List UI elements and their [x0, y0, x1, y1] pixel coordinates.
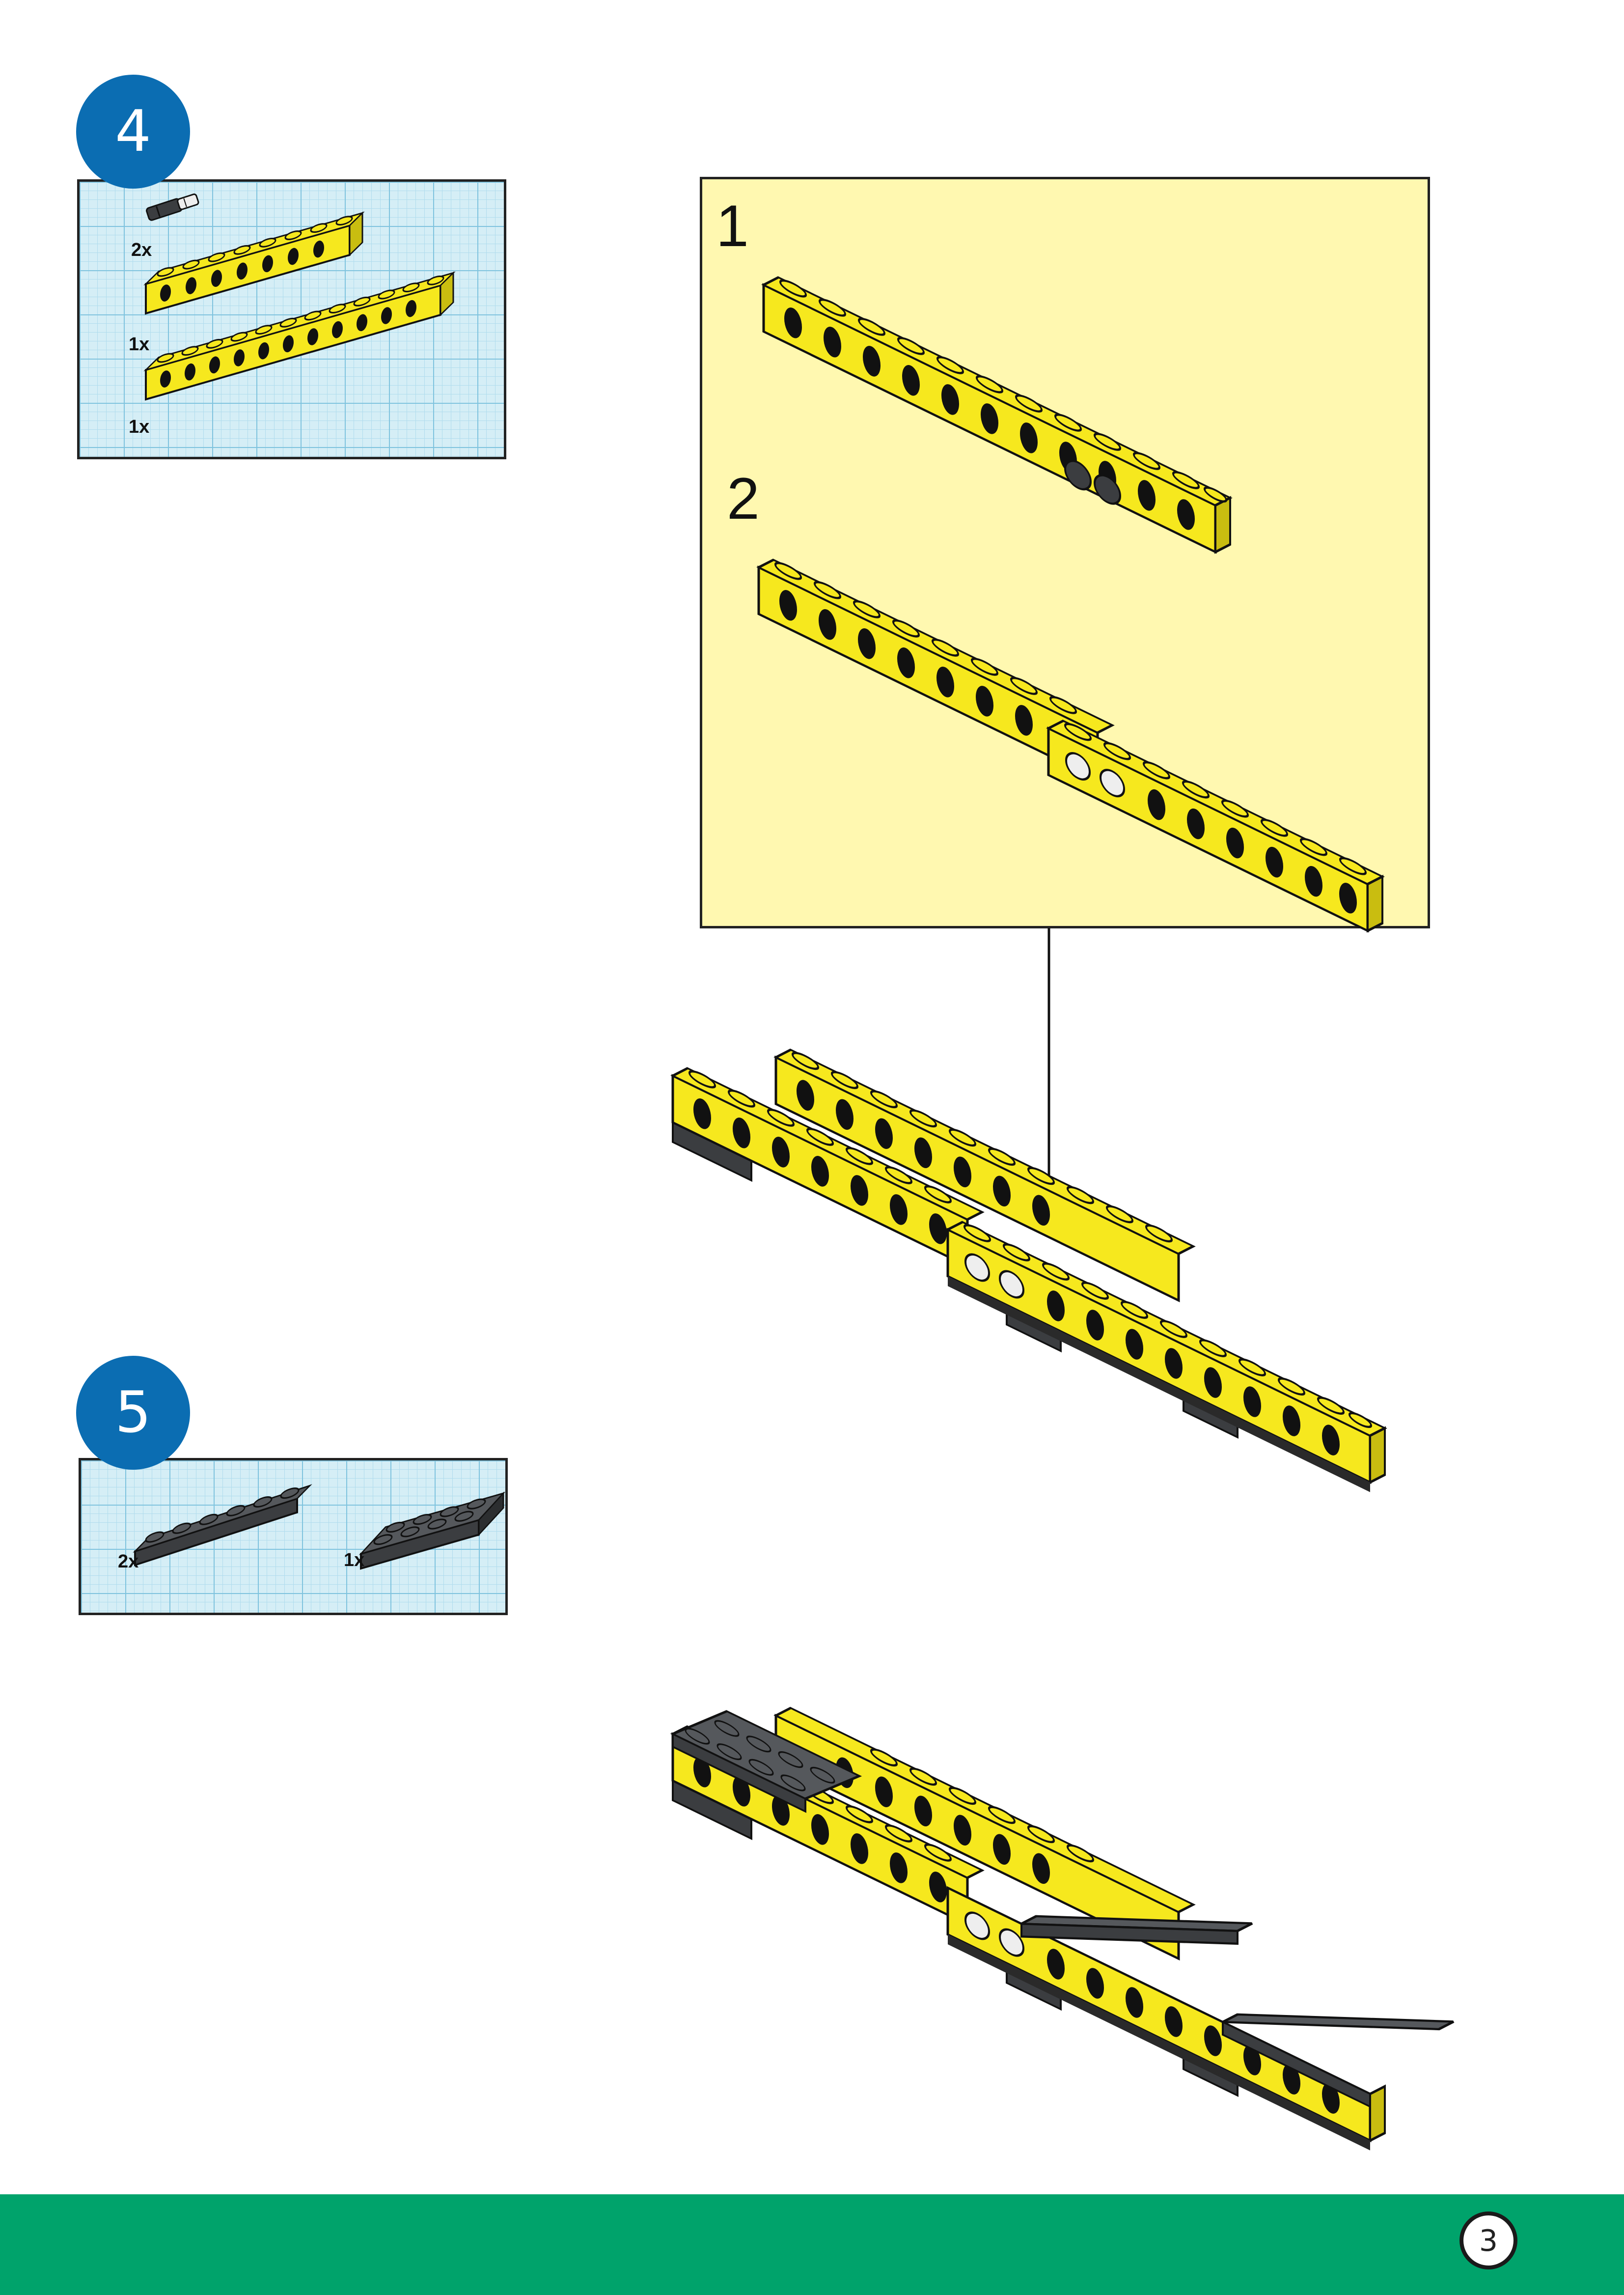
part-quantity: 1x	[129, 334, 149, 355]
step-4-assembly-illustration	[663, 992, 1429, 1385]
parts-list-panel: 2x 1x	[79, 1458, 508, 1615]
parts-list-panel: 2x 1x 1x	[77, 179, 506, 459]
frame-with-plates-icon	[673, 1641, 1454, 2201]
part-quantity: 1x	[129, 417, 149, 438]
connector-peg-icon	[146, 193, 199, 221]
dark-plate-1x6-icon	[135, 1483, 310, 1565]
step-number-badge: 5	[76, 1356, 190, 1470]
page-number: 3	[1459, 2211, 1517, 2269]
frame-assembly-icon	[673, 991, 1385, 1509]
step-5-assembly-illustration	[663, 1651, 1429, 2083]
joined-beams-icon	[759, 552, 1382, 938]
step-number-badge: 4	[76, 75, 190, 189]
subassembly-callout: 1 2	[700, 177, 1430, 928]
part-quantity: 1x	[344, 1550, 364, 1571]
beam-with-pegs-icon	[764, 269, 1230, 562]
yellow-beam-8-icon	[146, 212, 362, 313]
subassembly-illustration	[700, 177, 1430, 928]
dark-plate-2x4-icon	[361, 1492, 503, 1568]
parts-illustration	[79, 1458, 508, 1615]
part-quantity: 2x	[118, 1551, 138, 1572]
part-quantity: 2x	[131, 240, 152, 261]
footer-band	[0, 2194, 1624, 2295]
